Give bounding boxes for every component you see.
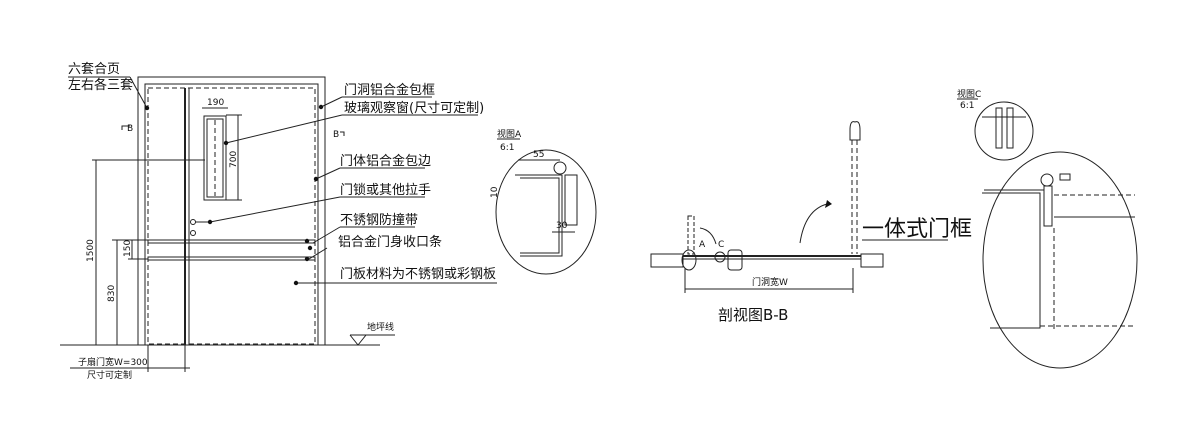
- callout-lock: 门锁或其他拉手: [340, 182, 431, 198]
- observation-window: [203, 115, 227, 201]
- frame-label: 一体式门框: [862, 217, 972, 242]
- lock-icon: [190, 219, 196, 225]
- callout-edge: 门体铝合金包边: [340, 153, 431, 169]
- callout-window: 玻璃观察窗(尺寸可定制): [344, 100, 484, 116]
- dim-700: 700: [229, 151, 239, 168]
- dim-30: 30: [556, 221, 568, 231]
- dim-55: 55: [533, 150, 544, 160]
- callout-kick-strip: 不锈钢防撞带: [340, 212, 418, 228]
- callouts: 门洞铝合金包框 玻璃观察窗(尺寸可定制) 门体铝合金包边 门锁或其他拉手 不锈钢…: [207, 82, 497, 286]
- detail-c-scale: 6:1: [960, 101, 974, 111]
- hinge-label: 六套合页: [68, 61, 120, 77]
- detail-c-title: 视图C: [957, 88, 981, 100]
- mark-a: A: [699, 240, 706, 250]
- detail-a-scale: 6:1: [500, 143, 514, 153]
- detail-a-title: 视图A: [497, 128, 522, 140]
- opening-width-label: 门洞宽W: [752, 276, 788, 288]
- section-mark-left: B: [127, 124, 133, 134]
- mark-c: C: [718, 240, 724, 250]
- door-elevation: 地坪线 B B 1500 830 150 190 700 子扇门宽W=300 尺…: [60, 61, 497, 381]
- callout-panel-material: 门板材料为不锈钢或彩钢板: [340, 267, 496, 282]
- sub-leaf-note: 尺寸可定制: [87, 369, 132, 381]
- dim-10: 10: [490, 186, 500, 198]
- outer-frame: [137, 76, 326, 345]
- kick-strip-bottom: [147, 256, 316, 261]
- section-b-b: A C 门洞宽W 剖视图B-B: [650, 121, 884, 324]
- kick-strip-top: [147, 239, 316, 244]
- section-title: 剖视图B-B: [718, 306, 788, 324]
- dim-150: 150: [123, 240, 133, 257]
- detail-c: 视图C 6:1: [957, 88, 1034, 161]
- sub-leaf-width-label: 子扇门宽W=300: [78, 356, 148, 368]
- dim-190: 190: [207, 98, 224, 108]
- frame-detail: [982, 151, 1138, 369]
- detail-a: 视图A 6:1 55 10 30: [490, 128, 597, 275]
- section-mark-right: B: [333, 130, 339, 140]
- floor-label: 地坪线: [367, 321, 394, 333]
- swing-arrow: [799, 203, 828, 244]
- callout-frame: 门洞铝合金包框: [344, 82, 435, 98]
- door-leaf: [147, 87, 316, 345]
- dim-1500: 1500: [86, 239, 96, 262]
- callout-trim: 铝合金门身收口条: [338, 234, 442, 250]
- dim-830: 830: [107, 285, 117, 302]
- hinge-label-2: 左右各三套: [68, 77, 133, 93]
